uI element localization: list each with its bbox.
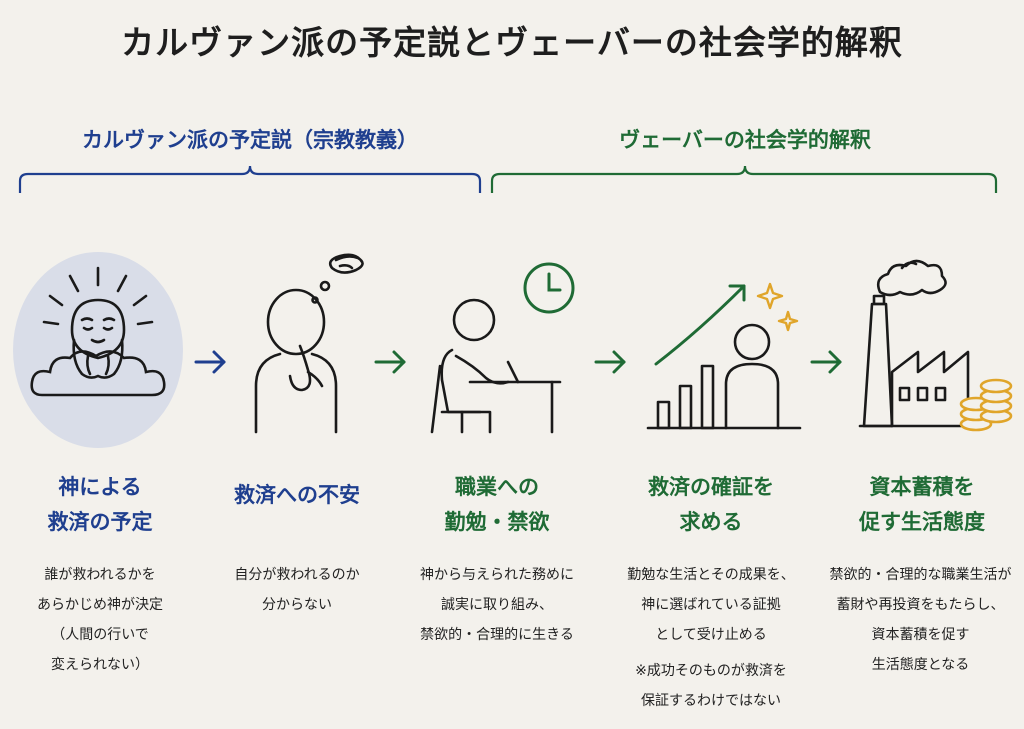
anxious-person-icon: [254, 253, 364, 434]
desc-line: 蓄財や再投資をもたらし、: [836, 597, 1005, 613]
arrow-1-icon: [194, 350, 226, 374]
step-4-heading: 救済の確証を 求める: [611, 470, 811, 540]
note-line: ※成功そのものが救済を: [635, 663, 787, 679]
desc-line: 自分が救われるのか: [234, 567, 360, 583]
step-2-heading-line: 救済への不安: [234, 483, 360, 507]
step-5-description: 禁欲的・合理的な職業生活が 蓄財や再投資をもたらし、 資本蓄積を促す 生活態度と…: [817, 560, 1024, 680]
arrow-2-icon: [374, 350, 406, 374]
group-label-doctrine: カルヴァン派の予定説（宗教教義）: [82, 128, 418, 152]
brace-right: [490, 165, 998, 193]
step-3-description: 神から与えられた務めに 誠実に取り組み、 禁欲的・合理的に生きる: [397, 560, 597, 650]
step-3-heading: 職業への 勤勉・禁欲: [397, 470, 597, 540]
step-5-heading-line: 促す生活態度: [859, 510, 985, 534]
factory-coins-icon: [858, 259, 1013, 432]
desc-line: 神から与えられた務めに: [420, 567, 574, 583]
desc-line: 勤勉な生活とその成果を、: [627, 567, 795, 583]
desc-line: 神に選ばれている証拠: [641, 597, 781, 613]
step-1-heading-line: 救済の予定: [47, 510, 153, 534]
step-1-heading-line: 神による: [58, 475, 142, 499]
step-1-description: 誰が救われるかを あらかじめ神が決定 （人間の行いで 変えられない）: [0, 560, 200, 680]
step-5-heading-line: 資本蓄積を: [869, 475, 975, 499]
desc-line: 誰が救われるかを: [44, 567, 156, 583]
arrow-4-icon: [810, 350, 842, 374]
step-4-heading-line: 救済の確証を: [648, 475, 774, 499]
desc-line: 資本蓄積を促す: [871, 627, 970, 643]
group-label-interpretation: ヴェーバーの社会学的解釈: [619, 128, 871, 152]
desc-line: （人間の行いで: [51, 627, 149, 643]
person-working-at-desk-icon: [430, 262, 575, 434]
growth-chart-person-icon: [646, 282, 802, 430]
desc-line: 分からない: [262, 597, 332, 613]
step-3-heading-line: 職業への: [455, 475, 539, 499]
brace-left: [18, 165, 482, 193]
step-4-description: 勤勉な生活とその成果を、 神に選ばれている証拠 として受け止める ※成功そのもの…: [611, 560, 811, 716]
step-2-description: 自分が救われるのか 分からない: [197, 560, 397, 620]
desc-line: あらかじめ神が決定: [37, 597, 163, 613]
step-3-heading-line: 勤勉・禁欲: [444, 510, 550, 534]
god-on-cloud-icon: [13, 252, 183, 448]
desc-line: 生活態度となる: [871, 657, 970, 673]
step-1-heading: 神による 救済の予定: [0, 470, 200, 540]
desc-line: 禁欲的・合理的に生きる: [420, 627, 574, 643]
desc-line: として受け止める: [655, 627, 767, 643]
step-4-note: ※成功そのものが救済を 保証するわけではない: [611, 656, 811, 716]
desc-line: 誠実に取り組み、: [441, 597, 553, 613]
desc-line: 禁欲的・合理的な職業生活が: [829, 567, 1012, 583]
step-2-heading: 救済への不安: [197, 478, 397, 513]
page-title: カルヴァン派の予定説とヴェーバーの社会学的解釈: [121, 23, 903, 62]
arrow-3-icon: [594, 350, 626, 374]
step-5-heading: 資本蓄積を 促す生活態度: [822, 470, 1022, 540]
desc-line: 変えられない）: [51, 657, 149, 673]
step-4-heading-line: 求める: [679, 510, 743, 534]
note-line: 保証するわけではない: [641, 693, 781, 709]
